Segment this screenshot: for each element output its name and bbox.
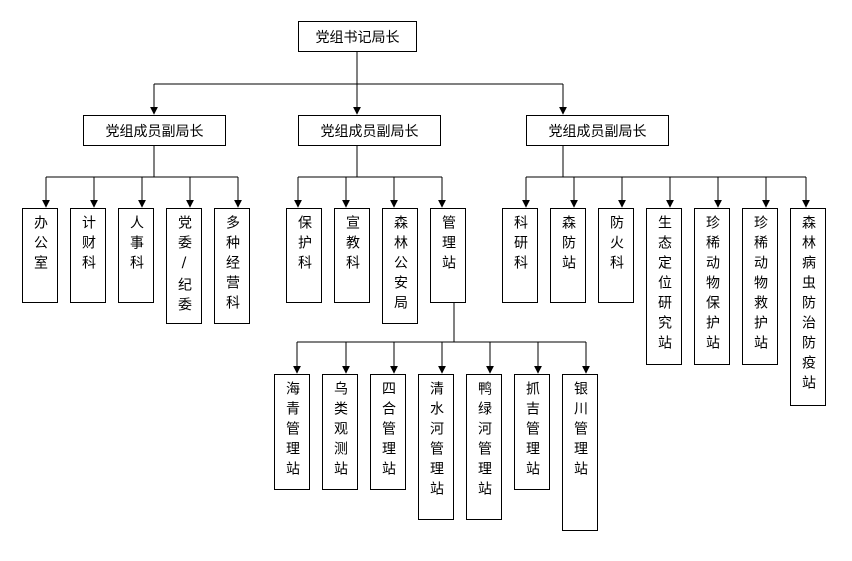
unit-label: 生态定位研究站 (656, 215, 672, 355)
station-label: 海青管理站 (284, 381, 300, 481)
station-box: 清水河管理站 (418, 374, 454, 520)
root-label: 党组书记局长 (315, 29, 400, 46)
unit-label: 珍稀动物救护站 (752, 215, 768, 355)
station-box: 银川管理站 (562, 374, 598, 531)
station-label: 抓吉管理站 (524, 381, 540, 481)
unit-label: 管理站 (440, 215, 456, 275)
unit-box: 珍稀动物保护站 (694, 208, 730, 365)
unit-box: 多种经营科 (214, 208, 250, 324)
unit-label: 多种经营科 (224, 215, 240, 315)
station-label: 鸭绿河管理站 (476, 381, 492, 501)
unit-box: 森林病虫防治防疫站 (790, 208, 826, 406)
unit-box: 办公室 (22, 208, 58, 303)
unit-box: 党委/纪委 (166, 208, 202, 324)
deputy-label-1: 党组成员副局长 (105, 123, 204, 140)
unit-box: 科研科 (502, 208, 538, 303)
unit-box: 生态定位研究站 (646, 208, 682, 365)
unit-label: 保护科 (296, 215, 312, 275)
unit-box: 人事科 (118, 208, 154, 303)
station-box: 四合管理站 (370, 374, 406, 490)
station-box: 抓吉管理站 (514, 374, 550, 490)
unit-box: 防火科 (598, 208, 634, 303)
station-box: 鸭绿河管理站 (466, 374, 502, 520)
unit-label: 森林公安局 (392, 215, 408, 315)
unit-label: 人事科 (128, 215, 144, 275)
unit-label: 科研科 (512, 215, 528, 275)
station-box: 海青管理站 (274, 374, 310, 490)
deputy-box-1: 党组成员副局长 (83, 115, 226, 146)
station-label: 银川管理站 (572, 381, 588, 481)
root-box: 党组书记局长 (298, 21, 417, 52)
deputy-label-2: 党组成员副局长 (320, 123, 419, 140)
station-box: 乌类观测站 (322, 374, 358, 490)
unit-box: 管理站 (430, 208, 466, 303)
unit-box: 计财科 (70, 208, 106, 303)
unit-label: 森防站 (560, 215, 576, 275)
unit-label: 防火科 (608, 215, 624, 275)
unit-label: 宣教科 (344, 215, 360, 275)
unit-label: 珍稀动物保护站 (704, 215, 720, 355)
station-label: 清水河管理站 (428, 381, 444, 501)
unit-box: 宣教科 (334, 208, 370, 303)
station-label: 乌类观测站 (332, 381, 348, 481)
unit-box: 珍稀动物救护站 (742, 208, 778, 365)
unit-box: 森防站 (550, 208, 586, 303)
station-label: 四合管理站 (380, 381, 396, 481)
unit-label: 计财科 (80, 215, 96, 275)
unit-box: 森林公安局 (382, 208, 418, 324)
deputy-box-2: 党组成员副局长 (298, 115, 441, 146)
unit-label: 办公室 (32, 215, 48, 275)
deputy-box-3: 党组成员副局长 (526, 115, 669, 146)
deputy-label-3: 党组成员副局长 (548, 123, 647, 140)
unit-label: 党委/纪委 (176, 215, 192, 317)
unit-label: 森林病虫防治防疫站 (800, 215, 816, 395)
unit-box: 保护科 (286, 208, 322, 303)
